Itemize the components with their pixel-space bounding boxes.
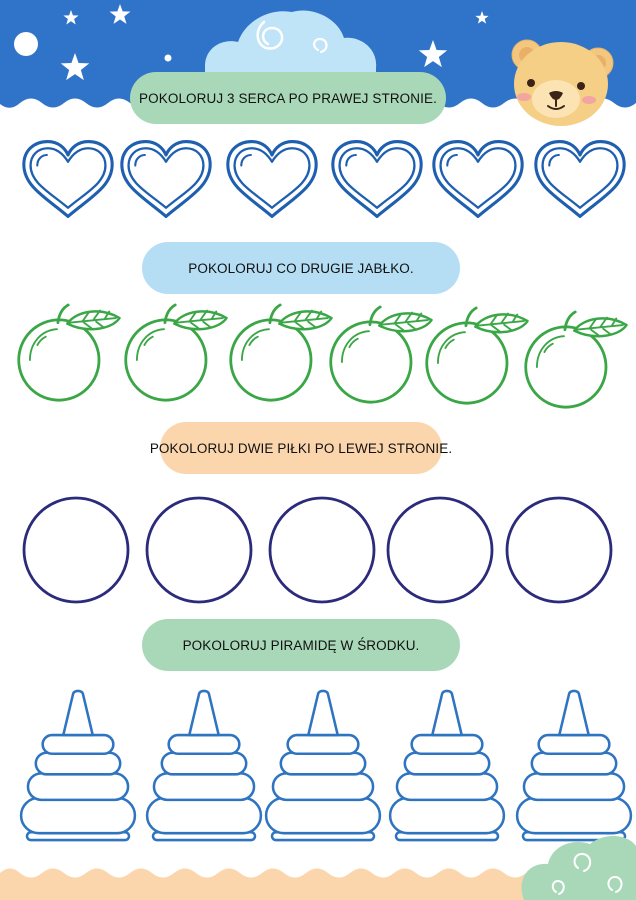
apple-item[interactable] — [425, 306, 529, 405]
ring-pyramid-item[interactable] — [515, 689, 633, 842]
instruction-balls: POKOLORUJ DWIE PIŁKI PO LEWEJ STRONIE. — [150, 422, 452, 474]
apples-row — [17, 303, 628, 409]
apple-item[interactable] — [124, 303, 228, 402]
ball-item[interactable] — [505, 496, 613, 604]
footer-band — [0, 868, 636, 900]
ball-item[interactable] — [386, 496, 494, 604]
instruction-pyramids: POKOLORUJ PIRAMIDĘ W ŚRODKU. — [142, 619, 460, 671]
instruction-hearts: POKOLORUJ 3 SERCA PO PRAWEJ STRONIE. — [130, 72, 446, 124]
ball-item[interactable] — [145, 496, 253, 604]
bush-icon — [521, 835, 636, 900]
balls-row — [22, 496, 613, 604]
heart-item[interactable] — [331, 139, 423, 219]
heart-item[interactable] — [226, 139, 318, 219]
hearts-row — [22, 139, 626, 219]
instruction-apples: POKOLORUJ CO DRUGIE JABŁKO. — [142, 242, 460, 294]
heart-item[interactable] — [22, 139, 114, 219]
heart-item[interactable] — [432, 139, 524, 219]
apple-item[interactable] — [229, 303, 333, 402]
ring-pyramid-item[interactable] — [19, 689, 137, 842]
heart-item[interactable] — [534, 139, 626, 219]
pyramids-row — [19, 689, 633, 842]
heart-item[interactable] — [120, 139, 212, 219]
moon-icon — [14, 32, 38, 56]
ball-item[interactable] — [268, 496, 376, 604]
apple-item[interactable] — [524, 310, 628, 409]
ring-pyramid-item[interactable] — [264, 689, 382, 842]
bear-face-icon — [511, 39, 614, 126]
apple-item[interactable] — [329, 305, 433, 404]
cloud-icon — [205, 10, 377, 80]
apple-item[interactable] — [17, 303, 121, 402]
ball-item[interactable] — [22, 496, 130, 604]
ring-pyramid-item[interactable] — [388, 689, 506, 842]
star-dot — [164, 54, 172, 62]
ring-pyramid-item[interactable] — [145, 689, 263, 842]
